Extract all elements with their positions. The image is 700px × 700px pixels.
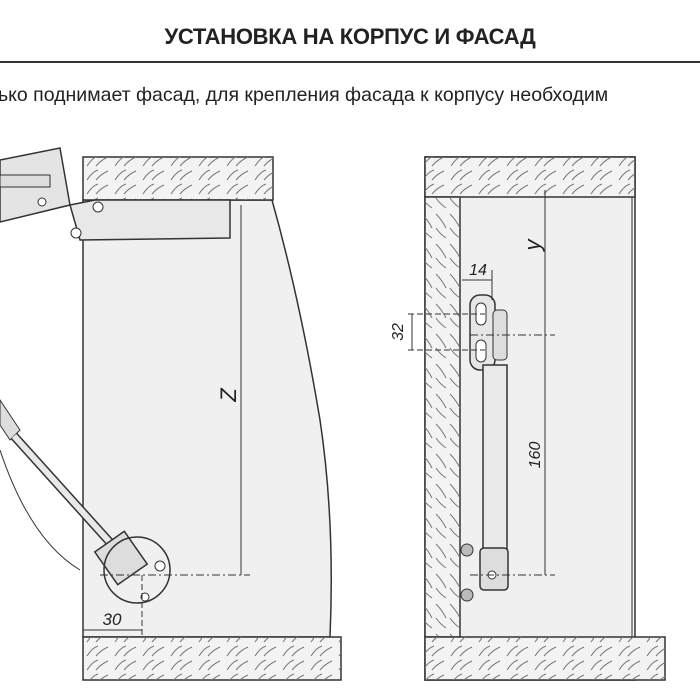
- dim-y-label: y: [520, 238, 545, 253]
- dim-z-label: Z: [216, 387, 241, 403]
- left-view: Z 30: [0, 147, 342, 681]
- dim-30-label: 30: [103, 610, 122, 629]
- dim-160-label: 160: [527, 442, 544, 469]
- side-panel: [82, 199, 332, 638]
- instruction-text: ько поднимает фасад, для крепления фасад…: [0, 84, 609, 106]
- dim-32-label: 32: [390, 323, 407, 341]
- gas-strut: [0, 399, 171, 604]
- hinge-mechanism: [0, 147, 231, 241]
- dim-14-label: 14: [469, 262, 487, 279]
- right-view: y 160 14 32: [390, 156, 666, 681]
- section-title: УСТАНОВКА НА КОРПУС И ФАСАД: [164, 24, 536, 49]
- title-divider: [0, 61, 700, 63]
